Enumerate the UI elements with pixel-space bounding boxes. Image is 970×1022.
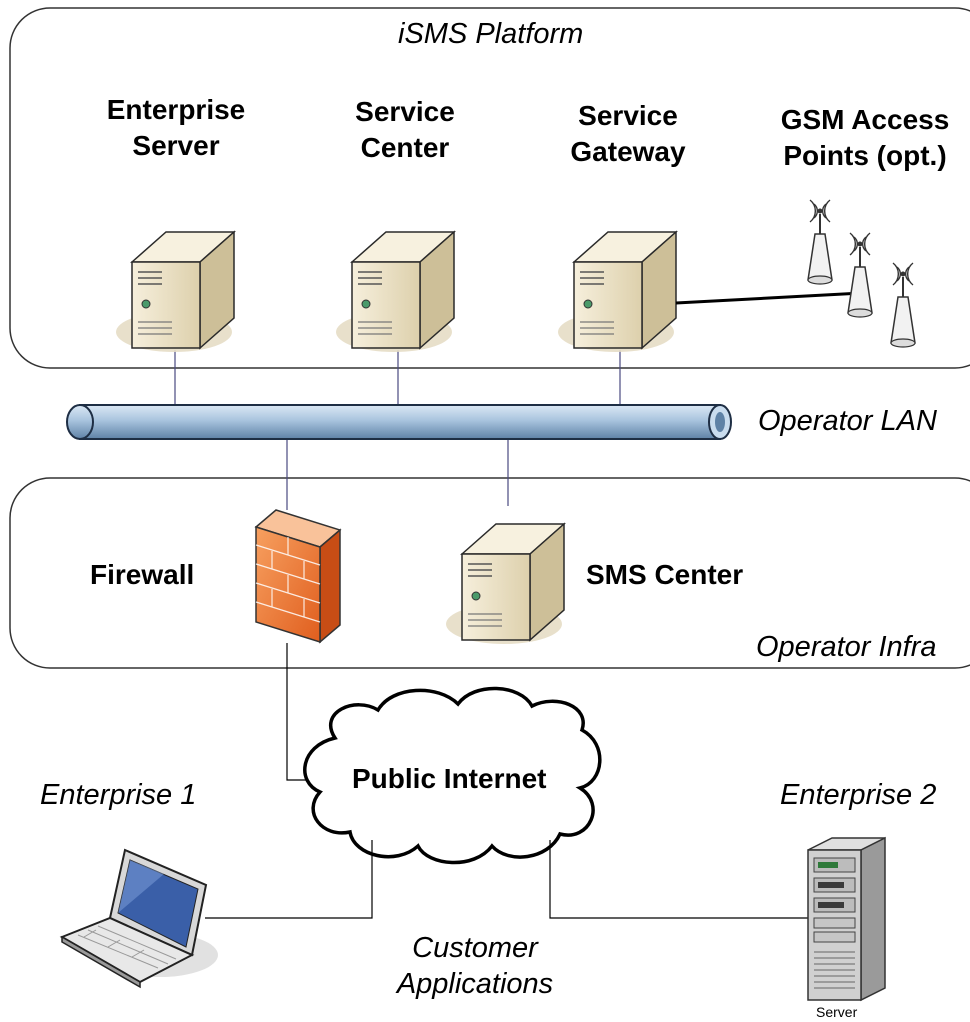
service-gateway-label: Service Gateway xyxy=(570,100,686,167)
isms-platform-label: iSMS Platform xyxy=(398,18,584,50)
server-caption: Server xyxy=(816,1004,858,1020)
gateway-to-antenna-link xyxy=(675,291,863,305)
antenna-icon xyxy=(807,199,833,285)
rack-server-icon xyxy=(807,836,886,1002)
internet-to-laptop-link xyxy=(205,840,373,919)
antenna-icon xyxy=(890,262,916,348)
sms-center-label: SMS Center xyxy=(586,559,744,590)
operator-lan-label: Operator LAN xyxy=(758,405,937,437)
operator-lan-pipe xyxy=(66,404,732,440)
enterprise-server-icon xyxy=(115,231,235,353)
service-center-label: Service Center xyxy=(355,96,455,163)
firewall-icon xyxy=(254,509,342,644)
public-internet-cloud xyxy=(303,686,602,865)
isms-platform-region xyxy=(9,7,970,369)
enterprise2-label: Enterprise 2 xyxy=(780,779,937,811)
public-internet-label: Public Internet xyxy=(352,763,547,794)
internet-to-server-link xyxy=(549,840,808,919)
operator-infra-region xyxy=(9,477,970,669)
laptop-icon xyxy=(59,848,218,989)
sms-center-icon xyxy=(445,523,565,645)
antenna-icon xyxy=(847,232,873,318)
operator-infra-label: Operator Infra xyxy=(756,631,937,663)
customer-applications-label: Customer Applications xyxy=(396,932,554,1000)
enterprise-server-label: Enterprise Server xyxy=(106,94,246,161)
enterprise1-label: Enterprise 1 xyxy=(40,779,197,811)
service-gateway-icon xyxy=(557,231,677,353)
service-center-icon xyxy=(335,231,455,353)
gsm-access-points-label: GSM Access Points (opt.) xyxy=(780,104,950,171)
firewall-label: Firewall xyxy=(90,559,195,590)
